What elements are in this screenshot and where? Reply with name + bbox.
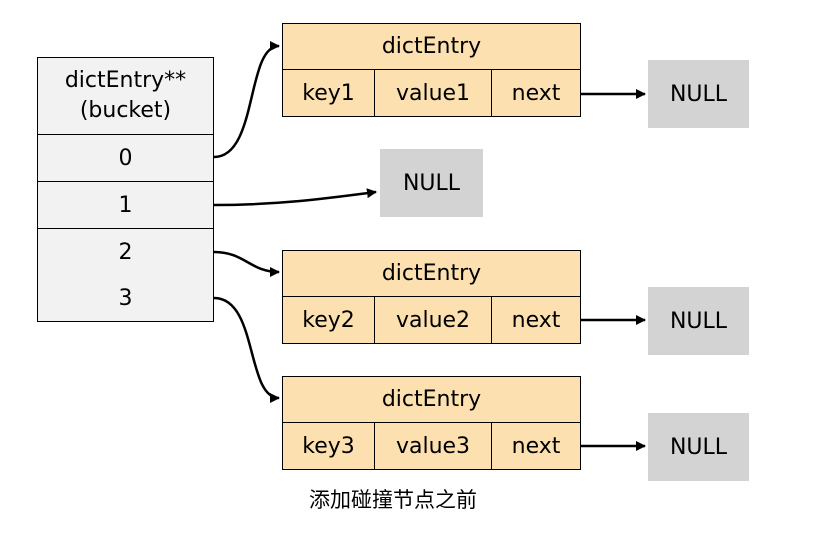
entry-value: value1 xyxy=(375,70,492,116)
entry-key: key3 xyxy=(283,423,375,469)
entry-title: dictEntry xyxy=(283,377,580,423)
entry-next: next xyxy=(511,307,561,333)
bucket-cell-1: 1 xyxy=(37,182,214,229)
bucket-header: dictEntry** (bucket) xyxy=(37,57,214,135)
bucket-cell-3: 3 xyxy=(37,275,214,322)
entry-title: dictEntry xyxy=(283,251,580,297)
bucket-header-type: dictEntry** xyxy=(64,68,187,93)
null-box-entry-3: NULL xyxy=(648,413,749,481)
bucket-cell-2: 2 xyxy=(37,229,214,276)
entry-next: next xyxy=(511,80,561,106)
dict-entry-2: dictEntry key2 value2 next xyxy=(282,250,581,344)
entry-value: value3 xyxy=(375,423,492,469)
entry-key: key1 xyxy=(283,70,375,116)
entry-value: value2 xyxy=(375,297,492,343)
bucket-index: 2 xyxy=(118,239,133,265)
bucket-index: 3 xyxy=(118,285,133,311)
arrow-bucket-2-to-entry-2 xyxy=(213,250,280,277)
arrow-bucket-1-to-null xyxy=(213,188,377,207)
null-box-bucket-1: NULL xyxy=(380,149,483,217)
bucket-index: 0 xyxy=(118,145,133,171)
arrow-bucket-0-to-entry-1 xyxy=(213,41,280,159)
dict-entry-1: dictEntry key1 value1 next xyxy=(282,23,581,117)
arrow-bucket-3-to-entry-3 xyxy=(213,296,280,403)
bucket-index: 1 xyxy=(118,192,133,218)
entry-title: dictEntry xyxy=(283,24,580,70)
entry-key: key2 xyxy=(283,297,375,343)
bucket-cell-0: 0 xyxy=(37,135,214,182)
bucket-header-label: (bucket) xyxy=(79,98,172,123)
null-box-entry-2: NULL xyxy=(648,287,749,355)
null-box-entry-1: NULL xyxy=(648,60,749,128)
dict-entry-3: dictEntry key3 value3 next xyxy=(282,376,581,470)
diagram-caption: 添加碰撞节点之前 xyxy=(309,488,477,512)
entry-next: next xyxy=(511,433,561,459)
